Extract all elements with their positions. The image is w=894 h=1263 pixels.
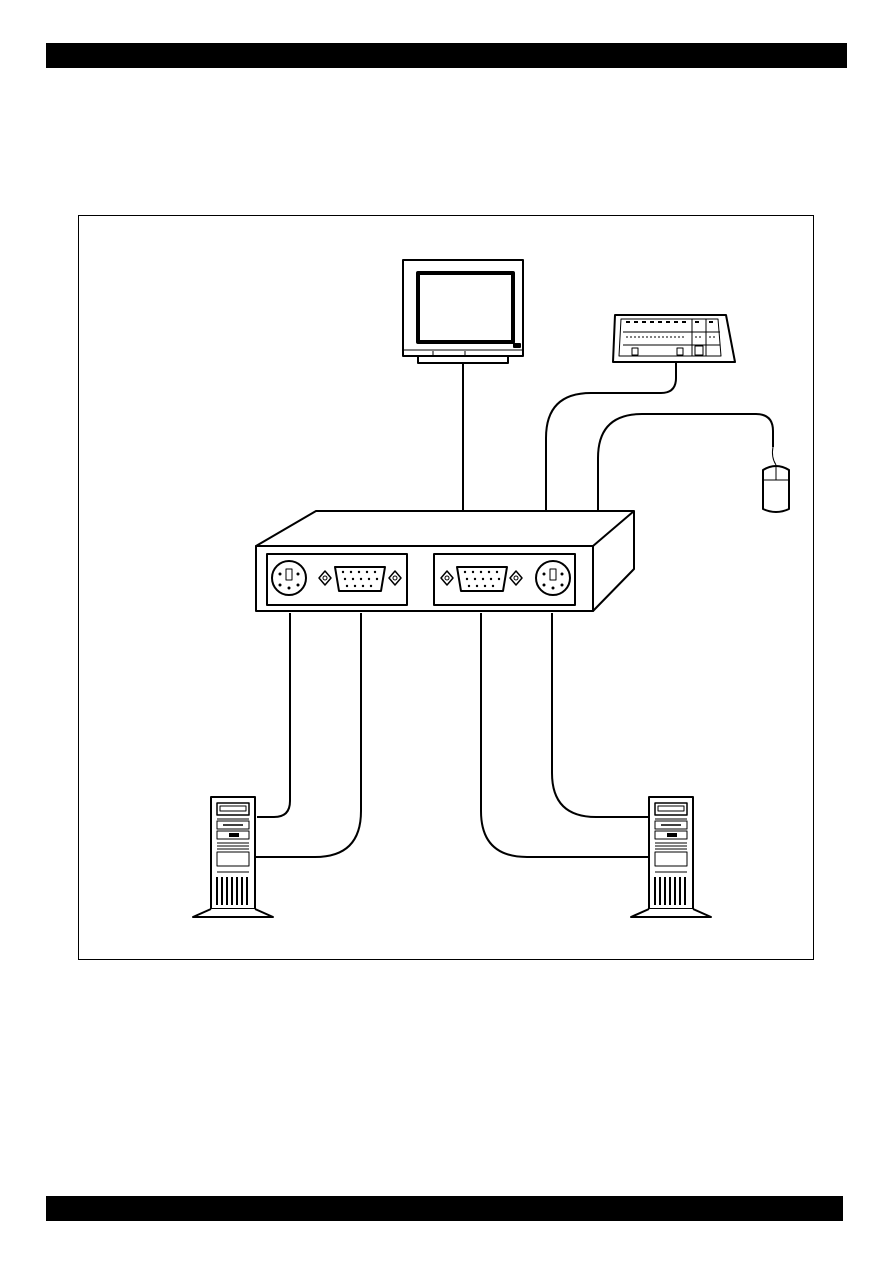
cable-switch-pc2-ps2 [552,613,653,817]
cable-keyboard-switch [546,361,676,511]
keyboard-icon [613,315,735,362]
crt-monitor-icon [403,260,523,363]
cable-switch-pc1-vga [253,613,361,857]
mouse-icon [763,447,789,512]
footer-bar [46,1196,843,1221]
cable-switch-pc2-vga [481,613,649,857]
cable-switch-pc1-ps2 [257,613,290,817]
cable-mouse-switch [598,414,773,511]
kvm-switch-icon [256,511,634,611]
kvm-connection-diagram [79,216,813,959]
header-bar [46,43,847,68]
diagram-frame [78,215,814,960]
